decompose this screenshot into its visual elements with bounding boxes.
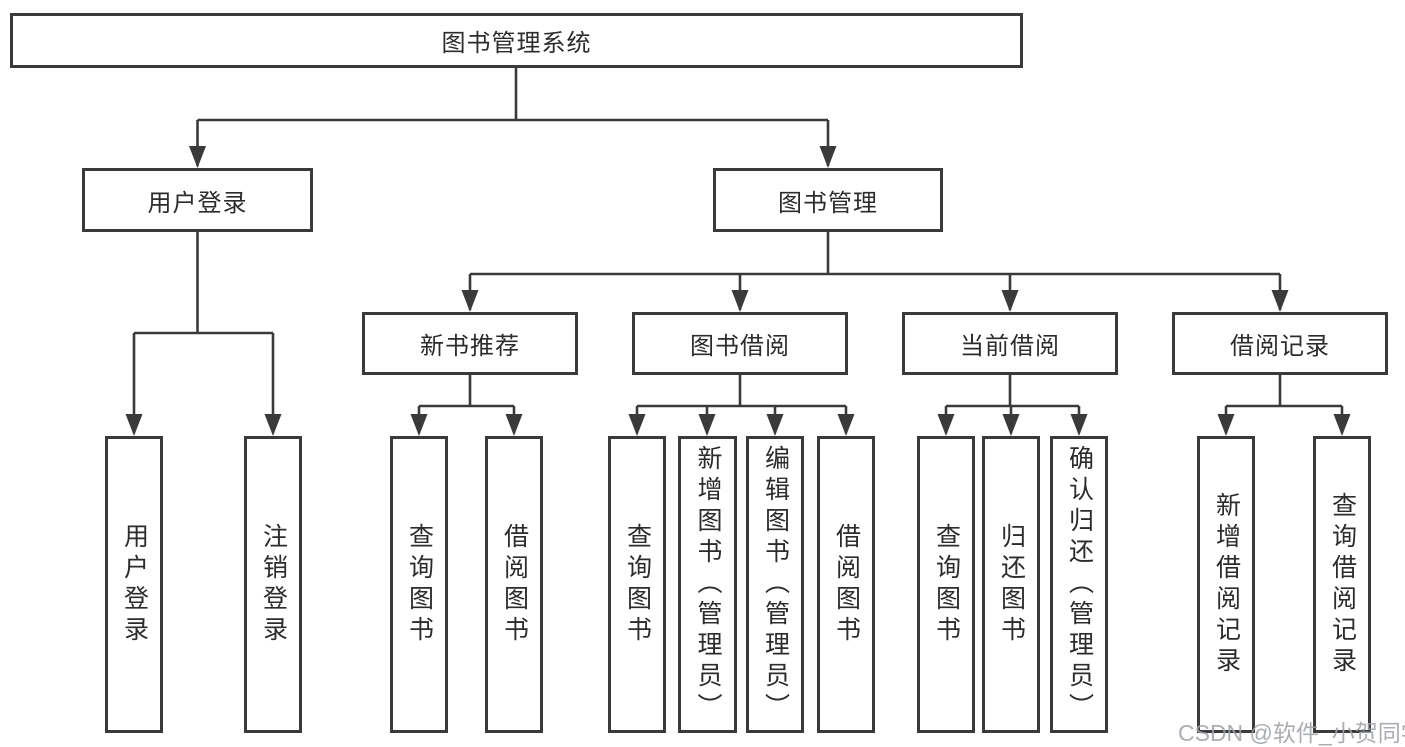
node-current-borrow: 当前借阅 [902,312,1118,375]
leaf-edit-books-admin: 编辑图书（管理员） [746,436,804,733]
node-book-borrow: 图书借阅 [632,312,848,375]
csdn-watermark: CSDN @软件_小贺同学 [1178,720,1405,746]
leaf-user-login: 用户登录 [105,436,163,733]
leaf-add-books-admin: 新增图书（管理员） [678,436,737,733]
leaf-logout: 注销登录 [244,436,302,733]
leaf-borrow-books-recommend: 借阅图书 [485,436,543,733]
leaf-add-borrow-record: 新增借阅记录 [1197,436,1255,733]
node-book-management: 图书管理 [713,168,943,232]
leaf-query-books-current: 查询图书 [917,436,975,733]
node-root: 图书管理系统 [10,13,1023,68]
leaf-query-borrow-record: 查询借阅记录 [1313,436,1371,733]
node-user-login: 用户登录 [82,168,313,232]
node-new-book-recommend: 新书推荐 [362,312,578,375]
leaf-borrow-books: 借阅图书 [817,436,875,733]
leaf-return-books: 归还图书 [982,436,1040,733]
leaf-confirm-return-admin: 确认归还（管理员） [1050,436,1108,733]
leaf-query-books-recommend: 查询图书 [390,436,448,733]
leaf-query-books-borrow: 查询图书 [608,436,666,733]
node-borrow-records: 借阅记录 [1172,312,1388,375]
